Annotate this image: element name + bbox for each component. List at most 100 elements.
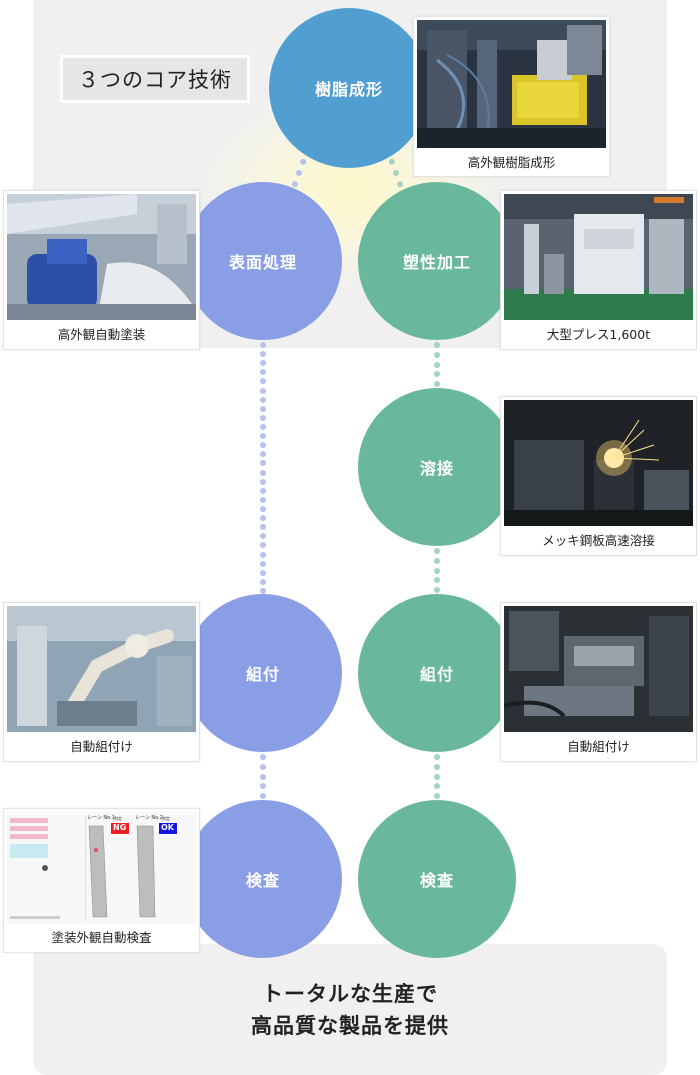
inspection-left-circle: 検査 (184, 800, 342, 958)
connector-dot (434, 567, 440, 574)
core-technology-label: ３つのコア技術 (60, 55, 250, 103)
inspection-right-label: 検査 (419, 871, 454, 890)
assembly-left-label: 組付 (245, 665, 280, 684)
resin-molding-label: 樹脂成形 (314, 80, 383, 99)
connector-dot (434, 783, 440, 790)
press-caption: 大型プレス1,600t (546, 327, 651, 342)
connector-dot (434, 557, 440, 564)
painting-photo (7, 194, 196, 320)
surface-treatment-label: 表面処理 (228, 253, 297, 272)
connector-dot (260, 524, 266, 531)
connector-dot (260, 369, 266, 376)
painting-caption: 高外観自動塗装 (57, 327, 146, 342)
connector-dot (260, 487, 266, 494)
welding-card: メッキ鋼板高速溶接 (500, 396, 697, 556)
lane2-label: レーン No.2 (135, 815, 163, 821)
connector-dot (260, 460, 266, 467)
connector-dot (260, 542, 266, 549)
painting-card: 高外観自動塗装 (3, 190, 200, 350)
connector-dot (260, 396, 266, 403)
resin-molding-card: 高外観樹脂成形 (413, 16, 610, 177)
footer-line-2: 高品質な製品を提供 (251, 1014, 449, 1038)
judge1-label: 判定 (114, 816, 122, 821)
connector-dot (260, 496, 266, 503)
connector-dot (260, 763, 266, 770)
connector-dot (434, 763, 440, 770)
welding-photo (504, 400, 693, 526)
inspection-caption: 塗装外観自動検査 (51, 930, 152, 945)
connector-dot (260, 442, 266, 449)
connector-dot (260, 533, 266, 540)
connector-dot (434, 773, 440, 780)
surface-treatment-circle: 表面処理 (184, 182, 342, 340)
assembly-right-photo (504, 606, 693, 732)
assembly-left-card: 自動組付け (3, 602, 200, 762)
connector-dot (434, 587, 440, 593)
press-photo (504, 194, 693, 320)
connector-dot (434, 548, 440, 554)
dots-assembly-inspect-right (433, 754, 441, 799)
connector-dot (260, 414, 266, 421)
connector-dot (260, 515, 266, 522)
connector-dot (260, 754, 266, 760)
judge2-label: 判定 (162, 816, 170, 821)
connector-dot (434, 371, 440, 378)
connector-dot (260, 424, 266, 430)
inspection-left-label: 検査 (245, 871, 280, 890)
connector-dot (260, 569, 266, 576)
inspection-card: レーン No.1 レーン No.2 判定 判定 NG OK 塗装外観自動検査 (3, 808, 200, 953)
footer-line-1: トータルな生産で (262, 982, 438, 1006)
connector-dot (260, 793, 266, 799)
connector-dot (260, 351, 266, 358)
connector-dot (434, 793, 440, 799)
connector-dot (260, 551, 266, 558)
resin-molding-photo (417, 20, 606, 148)
assembly-right-caption: 自動組付け (567, 739, 630, 754)
press-card: 大型プレス1,600t (500, 190, 697, 350)
dots-surface-assembly (259, 342, 267, 594)
dots-welding-assembly (433, 548, 441, 593)
assembly-right-circle: 組付 (358, 594, 516, 752)
connector-dot (434, 754, 440, 760)
assembly-right-label: 組付 (419, 665, 454, 684)
connector-dot (392, 169, 400, 177)
welding-caption: メッキ鋼板高速溶接 (542, 533, 655, 548)
plastic-working-circle: 塑性加工 (358, 182, 516, 340)
inspection-screen: レーン No.1 レーン No.2 判定 判定 NG OK (7, 812, 196, 924)
connector-dot (434, 351, 440, 358)
ok-badge: OK (161, 823, 174, 832)
connector-dot (434, 381, 440, 387)
connector-dot (260, 578, 266, 585)
welding-label: 溶接 (419, 459, 454, 478)
connector-dot (260, 773, 266, 780)
connector-dot (434, 577, 440, 584)
connector-dot (388, 157, 396, 166)
connector-dot (434, 361, 440, 368)
connector-dot (295, 169, 303, 177)
connector-dot (260, 433, 266, 440)
connector-dot (260, 469, 266, 476)
connector-dot (260, 506, 266, 512)
connector-dot (260, 342, 266, 348)
connector-dot (299, 157, 307, 166)
dots-assembly-inspect-left (259, 754, 267, 799)
dots-plastic-welding (433, 342, 441, 387)
connector-dot (260, 478, 266, 485)
welding-circle: 溶接 (358, 388, 516, 546)
footer-message: トータルな生産で 高品質な製品を提供 (33, 978, 667, 1042)
connector-dot (260, 560, 266, 567)
ng-badge: NG (113, 823, 127, 832)
connector-dot (260, 783, 266, 790)
assembly-left-circle: 組付 (184, 594, 342, 752)
connector-dot (260, 451, 266, 458)
resin-molding-circle: 樹脂成形 (269, 8, 429, 168)
inspection-right-circle: 検査 (358, 800, 516, 958)
connector-dot (260, 588, 266, 594)
connector-dot (260, 405, 266, 412)
bottom-panel (33, 944, 667, 1075)
connector-dot (434, 342, 440, 348)
assembly-left-caption: 自動組付け (70, 739, 133, 754)
assembly-right-card: 自動組付け (500, 602, 697, 762)
connector-dot (260, 387, 266, 394)
connector-dot (260, 360, 266, 367)
